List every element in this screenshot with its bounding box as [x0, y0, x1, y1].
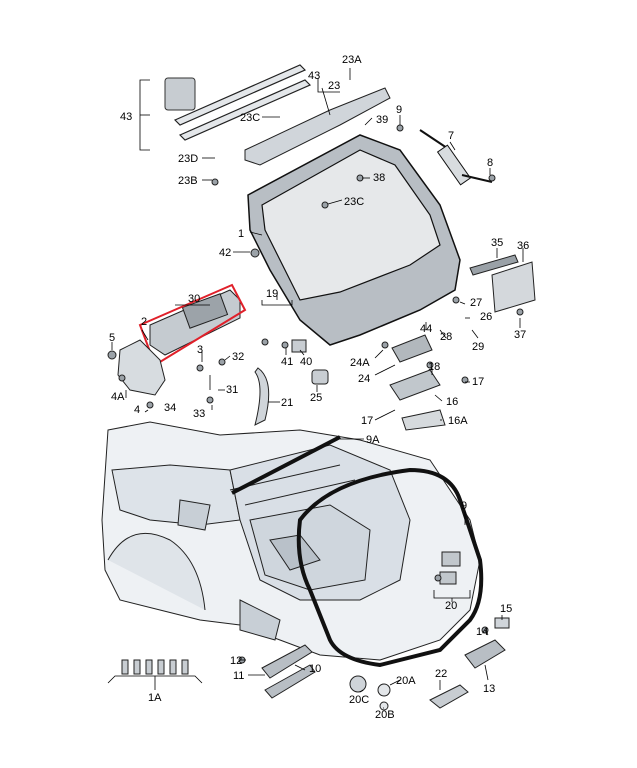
camera-16 — [389, 369, 441, 401]
callout-34: 34 — [164, 402, 177, 414]
part-22 — [429, 684, 469, 709]
callout-21: 21 — [281, 397, 294, 409]
callout-26: 26 — [480, 311, 493, 323]
leader-lines — [107, 68, 524, 709]
lock-motor-assembly — [149, 289, 241, 356]
callout-9: 9 — [461, 500, 468, 512]
fastener-set — [121, 659, 189, 675]
callout-19: 19 — [266, 288, 279, 300]
callout-31: 31 — [226, 384, 239, 396]
handle-24 — [391, 334, 433, 363]
callout-41: 41 — [281, 356, 294, 368]
callout-2: 2 — [141, 316, 148, 328]
callout-3: 3 — [197, 344, 204, 356]
callout-20A: 20A — [396, 675, 416, 687]
callout-30: 30 — [188, 293, 201, 305]
callout-9A: 9A — [366, 434, 380, 446]
callout-17-top: 17 — [472, 376, 485, 388]
callout-17-bottom: 17 — [361, 415, 374, 427]
callout-37: 37 — [514, 329, 527, 341]
callout-16: 16 — [446, 396, 459, 408]
callout-23C-mid: 23C — [344, 196, 365, 208]
callout-40: 40 — [300, 356, 313, 368]
callout-4: 4 — [134, 404, 141, 416]
callout-29: 29 — [472, 341, 485, 353]
grommet-20A — [377, 683, 391, 697]
callout-25: 25 — [310, 392, 323, 404]
callout-24: 24 — [358, 373, 371, 385]
lock-11 — [264, 664, 316, 699]
grommet-20B — [379, 701, 389, 711]
callout-28: 28 — [440, 331, 453, 343]
callout-15: 15 — [500, 603, 513, 615]
callout-27: 27 — [470, 297, 483, 309]
callout-23: 23 — [328, 80, 341, 92]
trim-strip-21 — [254, 367, 270, 426]
trim-strips — [173, 64, 312, 141]
grommet-20C — [349, 675, 367, 693]
callout-36: 36 — [517, 240, 530, 252]
callout-11: 11 — [233, 670, 245, 682]
license-plate-36 — [491, 261, 536, 313]
callout-10: 10 — [309, 663, 322, 675]
callout-35: 35 — [491, 237, 504, 249]
part-40 — [291, 339, 307, 353]
callout-42: 42 — [219, 247, 232, 259]
callout-44: 44 — [420, 323, 433, 335]
callout-39: 39 — [376, 114, 389, 126]
bolts — [107, 124, 524, 664]
callout-5: 5 — [109, 332, 116, 344]
callout-16A: 16A — [448, 415, 468, 427]
latch-assembly — [439, 551, 461, 585]
part-13 — [464, 639, 506, 669]
tailgate-panel — [247, 134, 461, 346]
callout-23C-top: 23C — [240, 112, 261, 124]
callout-1: 1 — [238, 228, 245, 240]
callout-23A: 23A — [342, 54, 362, 66]
callout-43-top: 43 — [308, 70, 321, 82]
adhesive-pack — [164, 77, 196, 111]
hatch-seal — [296, 467, 484, 668]
callout-33: 33 — [193, 408, 206, 420]
callout-13: 13 — [483, 683, 496, 695]
callout-4A: 4A — [111, 391, 125, 403]
callout-23B: 23B — [178, 175, 198, 187]
callout-18: 18 — [428, 361, 441, 373]
callout-7: 7 — [448, 130, 455, 142]
seal-strip — [231, 435, 341, 495]
roof-spoiler — [244, 87, 391, 166]
callout-38: 38 — [373, 172, 386, 184]
callout-24A: 24A — [350, 357, 370, 369]
callout-14: 14 — [476, 626, 489, 638]
callout-8-top: 9 — [396, 104, 403, 116]
callout-12: 12 — [230, 655, 243, 667]
lock-10 — [261, 644, 313, 679]
trim-plate-35 — [469, 254, 519, 276]
vehicle-body — [101, 421, 481, 661]
callout-43-left: 43 — [120, 111, 133, 123]
callout-1A: 1A — [148, 692, 162, 704]
gas-strut — [419, 129, 493, 186]
part-16A — [401, 409, 446, 431]
part-25 — [311, 369, 329, 385]
callout-8-right: 8 — [487, 157, 494, 169]
callout-20C: 20C — [349, 694, 370, 706]
callout-22: 22 — [435, 668, 448, 680]
callout-20: 20 — [445, 600, 458, 612]
callout-23D: 23D — [178, 153, 199, 165]
callout-20B: 20B — [375, 709, 395, 721]
callout-32: 32 — [232, 351, 245, 363]
